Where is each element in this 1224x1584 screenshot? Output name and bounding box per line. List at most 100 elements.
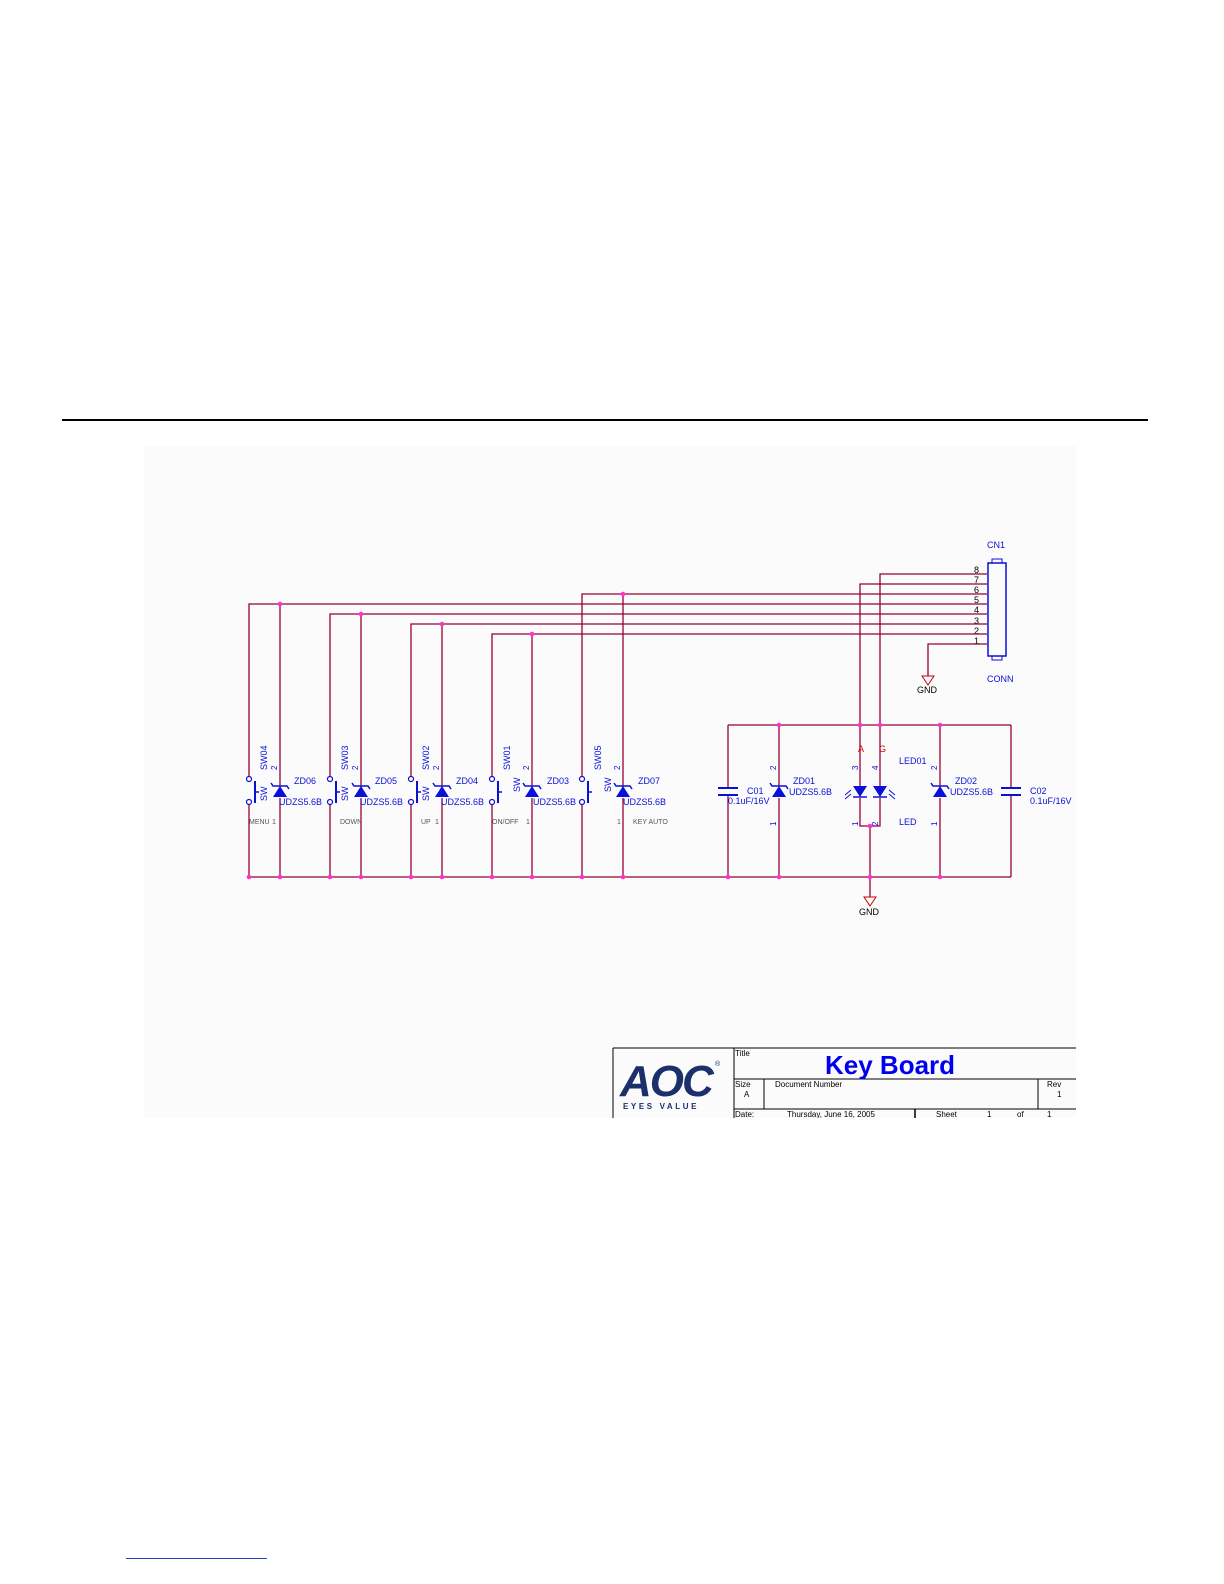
sheet-label: Sheet [936,1110,958,1118]
node [620,591,626,597]
sheet-total: 1 [1047,1110,1052,1118]
node [358,874,364,880]
junction-nodes [246,591,943,880]
zener-zd01: 2 1 ZD01 UDZS5.6B [769,765,832,826]
title-label: Title [735,1049,750,1058]
connector-ref: CN1 [987,540,1005,550]
capacitor-c02: C02 0.1uF/16V [1001,786,1072,806]
zener-body [435,786,449,797]
zener-zd05: 2 ZD05 UDZS5.6B [351,765,403,807]
capacitor-ref: C02 [1030,786,1047,796]
led-pin-3: 3 [851,765,860,770]
switch-ref: SW01 [502,745,512,770]
node [579,874,585,880]
net-pin2-onoff [491,633,987,777]
node [277,601,283,607]
zener-body [354,786,368,797]
zener-body [273,786,287,797]
zener-value: UDZS5.6B [789,787,832,797]
zener-ref: ZD04 [456,776,478,786]
node [408,874,414,880]
zener-pin: 2 [432,765,441,770]
switch-pin: 1 [435,819,439,826]
switch-contact-top [578,775,586,783]
rev-value: 1 [1057,1090,1062,1099]
net-pin7-led-a [859,583,987,725]
connector-pin-5: 5 [974,595,979,605]
of-label: of [1017,1110,1024,1118]
zener-pin: 2 [270,765,279,770]
net-pin5-menu [248,603,987,777]
zener-body [616,786,630,797]
schematic-panel: CN1 CONN 8 7 6 5 4 3 2 1 [144,446,1076,1118]
zener-ref: ZD07 [638,776,660,786]
led-value: LED [899,817,917,827]
title-block: AOC ® EYES VALUE Title Key Board Size A … [612,1047,1076,1118]
switch-contact-top [488,775,496,783]
switch-contact-bottom [326,798,334,806]
led-ref: LED01 [899,756,927,766]
logo-text: AOC [619,1057,715,1106]
zener-value: UDZS5.6B [279,797,322,807]
node [529,874,535,880]
zener-value: UDZS5.6B [533,797,576,807]
switch-ref: SW03 [340,745,350,770]
connector-pin-8: 8 [974,565,979,575]
switch-sw01: SW01 SW ON/OFF 1 [488,745,530,826]
switch-sw05: SW05 SW KEY AUTO 1 [578,745,668,826]
switch-function-label: MENU [249,819,270,826]
switch-function-label: ON/OFF [492,819,518,826]
ground-icon [921,675,935,686]
zener-pin-bottom: 1 [769,821,778,826]
sheet-number: 1 [987,1110,992,1118]
schematic-title: Key Board [825,1050,955,1080]
node [489,874,495,880]
switch-function-label: UP [421,819,431,826]
zener-zd04: 2 ZD04 UDZS5.6B [432,765,484,807]
net-pin8-led-g [879,573,987,725]
zener-bar [613,782,633,790]
zener-ref: ZD01 [793,776,815,786]
zener-body [933,786,947,797]
zener-zd07: 2 ZD07 UDZS5.6B [613,765,666,807]
net-pin3-up [410,623,987,777]
zener-body [525,786,539,797]
switch-type: SW [603,777,613,792]
logo-registered: ® [715,1060,721,1068]
zener-zd06: 2 ZD06 UDZS5.6B [270,765,322,807]
node [937,874,943,880]
node [857,722,863,728]
node [937,722,943,728]
zener-pin: 2 [522,765,531,770]
logo-tagline: EYES VALUE [623,1102,699,1111]
ground-icon [863,896,877,907]
capacitor-value: 0.1uF/16V [1030,796,1072,806]
switch-pin: 1 [272,819,276,826]
switch-type: SW [340,786,350,801]
footer-link-underline [126,1558,267,1559]
connector-pin-6: 6 [974,585,979,595]
ground-label: GND [859,907,880,917]
emission-arrow [844,793,852,800]
switch-contact-top [326,775,334,783]
led-pin-2: 2 [871,821,880,826]
led-g-triangle [873,786,887,797]
zener-value: UDZS5.6B [623,797,666,807]
net-pin6-key-auto [581,593,987,777]
led-led01: A G 3 4 1 2 LED01 LED [844,744,927,827]
zener-bar [930,782,950,790]
connector-pin-7: 7 [974,575,979,585]
size-value: A [744,1090,750,1099]
net-pin4-down [329,613,987,777]
node [776,874,782,880]
schematic-diagram: CN1 CONN 8 7 6 5 4 3 2 1 [245,540,1076,1118]
connector-tab-top [991,558,1003,564]
zener-bar [522,782,542,790]
zener-ref: ZD03 [547,776,569,786]
zener-value: UDZS5.6B [950,787,993,797]
switch-contact-bottom [245,798,253,806]
zener-pin: 2 [613,765,622,770]
aoc-logo: AOC ® EYES VALUE [619,1057,721,1111]
switch-sw03: SW03 SW DOWN [326,745,362,826]
page-divider-line [62,419,1148,421]
